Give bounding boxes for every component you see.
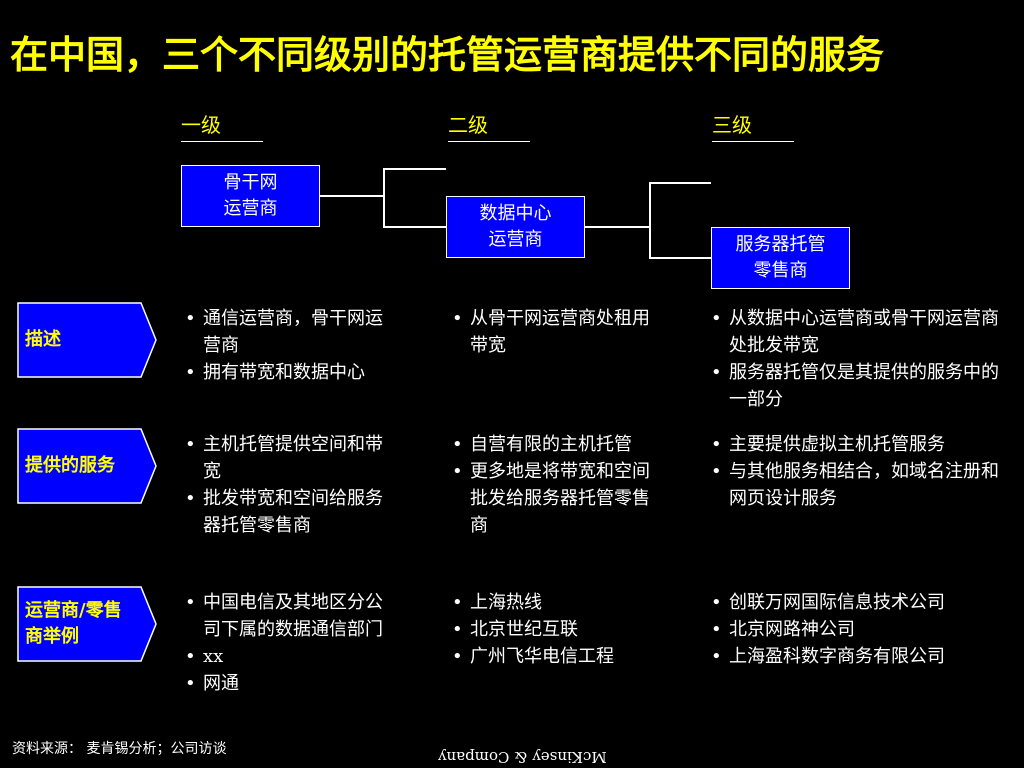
services-level-1-list: 主机托管提供空间和带宽 批发带宽和空间给服务器托管零售商 [181, 431, 393, 539]
row-label-text: 提供的服务 [25, 455, 115, 476]
list-item: 上海盈科数字商务有限公司 [707, 643, 1013, 670]
level-3-label: 三级 [712, 113, 752, 137]
list-item: 上海热线 [448, 589, 660, 616]
backbone-operator-box: 骨干网 运营商 [181, 165, 320, 227]
connector-1-top-branch [383, 168, 446, 170]
row-label-text: 运营商/零售商举例 [25, 600, 122, 647]
list-item: 网通 [181, 670, 393, 697]
description-level-1-list: 通信运营商，骨干网运营商 拥有带宽和数据中心 [181, 305, 393, 386]
list-item: 主机托管提供空间和带宽 [181, 431, 393, 485]
list-item: 北京世纪互联 [448, 616, 660, 643]
connector-1-stem [320, 195, 384, 197]
connector-1-bottom-branch [383, 226, 446, 228]
connector-1-vertical [383, 168, 385, 227]
list-item: 与其他服务相结合，如域名注册和网页设计服务 [707, 458, 1013, 512]
list-item: xx [181, 643, 393, 670]
connector-2-top-branch [649, 182, 711, 184]
row-label-arrow-shape [17, 428, 157, 504]
list-item: 服务器托管仅是其提供的服务中的一部分 [707, 359, 1013, 413]
list-item: 创联万网国际信息技术公司 [707, 589, 1013, 616]
services-level-2-list: 自营有限的主机托管 更多地是将带宽和空间批发给服务器托管零售商 [448, 431, 660, 539]
hosting-retailer-box: 服务器托管 零售商 [711, 227, 850, 289]
list-item: 拥有带宽和数据中心 [181, 359, 393, 386]
row-label-services: 提供的服务 [17, 428, 157, 504]
level-3-underline [712, 141, 794, 142]
source-footnote: 资料来源： 麦肯锡分析；公司访谈 [12, 741, 227, 757]
list-item: 批发带宽和空间给服务器托管零售商 [181, 485, 393, 539]
list-item: 中国电信及其地区分公司下属的数据通信部门 [181, 589, 393, 643]
description-level-3-list: 从数据中心运营商或骨干网运营商处批发带宽 服务器托管仅是其提供的服务中的一部分 [707, 305, 1013, 413]
examples-level-2-list: 上海热线 北京世纪互联 广州飞华电信工程 [448, 589, 660, 670]
list-item: 从骨干网运营商处租用带宽 [448, 305, 660, 359]
list-item: 更多地是将带宽和空间批发给服务器托管零售商 [448, 458, 660, 539]
examples-level-3-list: 创联万网国际信息技术公司 北京网路神公司 上海盈科数字商务有限公司 [707, 589, 1013, 670]
brand-logo-text: McKinsey & Company [438, 748, 607, 766]
list-item: 主要提供虚拟主机托管服务 [707, 431, 1013, 458]
list-item: 北京网路神公司 [707, 616, 1013, 643]
connector-2-stem [585, 226, 650, 228]
connector-2-vertical [649, 182, 651, 258]
level-1-label: 一级 [181, 113, 221, 137]
row-label-arrow-shape [17, 302, 157, 378]
connector-2-bottom-branch [649, 257, 711, 259]
row-label-examples: 运营商/零售商举例 [17, 586, 157, 662]
list-item: 广州飞华电信工程 [448, 643, 660, 670]
level-1-underline [181, 141, 263, 142]
services-level-3-list: 主要提供虚拟主机托管服务 与其他服务相结合，如域名注册和网页设计服务 [707, 431, 1013, 512]
list-item: 从数据中心运营商或骨干网运营商处批发带宽 [707, 305, 1013, 359]
page-title: 在中国，三个不同级别的托管运营商提供不同的服务 [10, 33, 885, 77]
row-label-arrow-shape [17, 586, 157, 662]
row-label-text: 描述 [25, 329, 61, 350]
description-level-2-list: 从骨干网运营商处租用带宽 [448, 305, 660, 359]
datacenter-operator-box: 数据中心 运营商 [446, 196, 585, 258]
level-2-label: 二级 [448, 113, 488, 137]
row-label-description: 描述 [17, 302, 157, 378]
list-item: 通信运营商，骨干网运营商 [181, 305, 393, 359]
list-item: 自营有限的主机托管 [448, 431, 660, 458]
examples-level-1-list: 中国电信及其地区分公司下属的数据通信部门 xx 网通 [181, 589, 393, 697]
level-2-underline [448, 141, 530, 142]
